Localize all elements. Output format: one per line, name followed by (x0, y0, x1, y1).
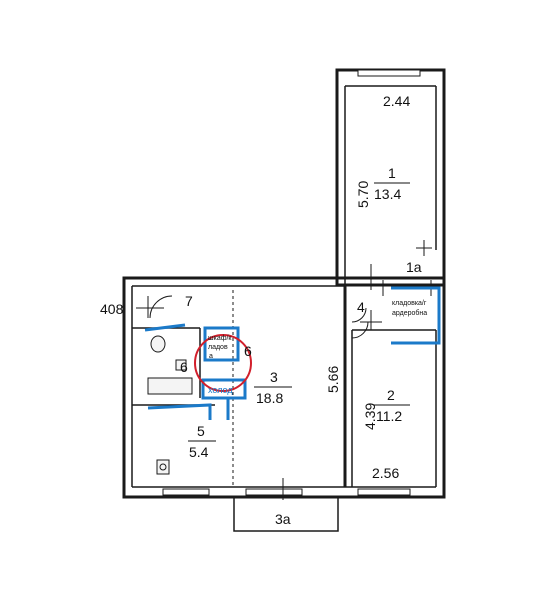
window-room5 (162, 488, 210, 496)
closet-note-line3: а (209, 353, 213, 360)
fixtures (147, 335, 193, 475)
room3a-number: 3a (275, 511, 291, 527)
closet-box (203, 326, 240, 362)
room4-number: 4 (357, 299, 365, 315)
room1-width: 2.44 (383, 93, 410, 109)
room2-length: 4.39 (362, 403, 378, 430)
room1a-number: 1a (406, 259, 422, 275)
room5-number: 5 (197, 423, 205, 439)
blue-overlays (144, 286, 441, 420)
window-room3 (245, 488, 303, 496)
room6-number: 6 (180, 359, 188, 375)
toilet (150, 335, 166, 353)
closet-note-line2: ладов (208, 344, 228, 351)
room3-length: 5.66 (325, 366, 341, 393)
door-arc-room4 (351, 307, 367, 323)
cold-note: холод (208, 385, 233, 395)
walls (122, 68, 446, 499)
door-arc-room2 (351, 321, 369, 339)
room2-number: 2 (387, 387, 395, 403)
stove (156, 459, 170, 475)
closet-note-line1: шкаф/к (208, 335, 232, 342)
cold-box (201, 378, 247, 400)
sink (175, 359, 187, 371)
dim-408: 408 (100, 301, 124, 317)
room5-area: 5.4 (189, 444, 209, 460)
balcony-outline (233, 496, 339, 532)
red-marker-circle (194, 334, 252, 392)
dimension-ticks (136, 240, 432, 500)
bathroom-bracket (147, 403, 212, 420)
room7-number: 7 (185, 293, 193, 309)
bathtub (147, 377, 193, 395)
room1-area: 13.4 (374, 186, 401, 202)
storage-note-line1: кладовка/г (392, 300, 427, 307)
room2-width: 2.56 (372, 465, 399, 481)
door-arc-room7 (149, 295, 173, 319)
doors (149, 295, 369, 339)
bathroom-highlight (144, 323, 186, 332)
room3-area: 18.8 (256, 390, 283, 406)
room6-number-right: 6 (244, 343, 252, 359)
window-room1 (357, 69, 421, 77)
room1-number: 1 (388, 165, 396, 181)
room2-area: 11.2 (376, 408, 402, 424)
storage-note-line2: ардеробна (392, 309, 427, 317)
room3-number: 3 (270, 369, 278, 385)
stove-burner (159, 463, 167, 471)
storage-box (391, 286, 441, 345)
room1-length: 5.70 (355, 181, 371, 208)
window-room2 (357, 488, 411, 496)
